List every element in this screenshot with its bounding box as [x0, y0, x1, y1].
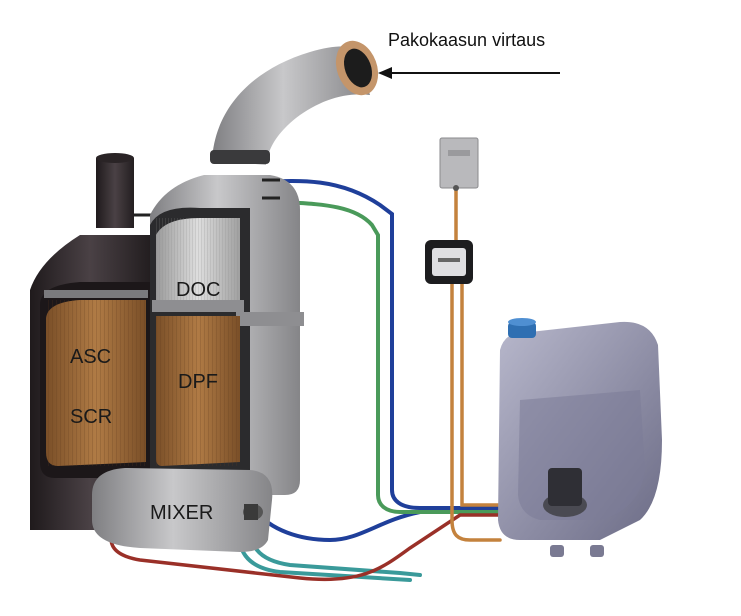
inlet-pipe — [210, 35, 385, 165]
mixer-label: MIXER — [150, 502, 213, 525]
scr-outlet-pipe — [96, 158, 134, 228]
dpf-label: DPF — [178, 371, 218, 394]
adblue-tank — [498, 322, 662, 557]
asc-label: ASC — [70, 346, 111, 369]
orange-line-2 — [462, 282, 500, 505]
arrow-left-icon — [378, 67, 560, 79]
dosing-unit-icon — [425, 240, 473, 284]
doc-dpf-canister — [150, 175, 304, 495]
scr-label: SCR — [70, 406, 112, 429]
doc-label: DOC — [176, 279, 220, 302]
tank-cap-icon — [508, 318, 536, 338]
exhaust-flow-label: Pakokaasun virtaus — [388, 30, 545, 51]
pipe-clamp — [210, 150, 270, 164]
mixer-injector — [244, 504, 258, 520]
blue-line-lower — [255, 510, 420, 540]
tank-pump-module — [548, 468, 582, 506]
control-box-icon — [440, 138, 478, 191]
